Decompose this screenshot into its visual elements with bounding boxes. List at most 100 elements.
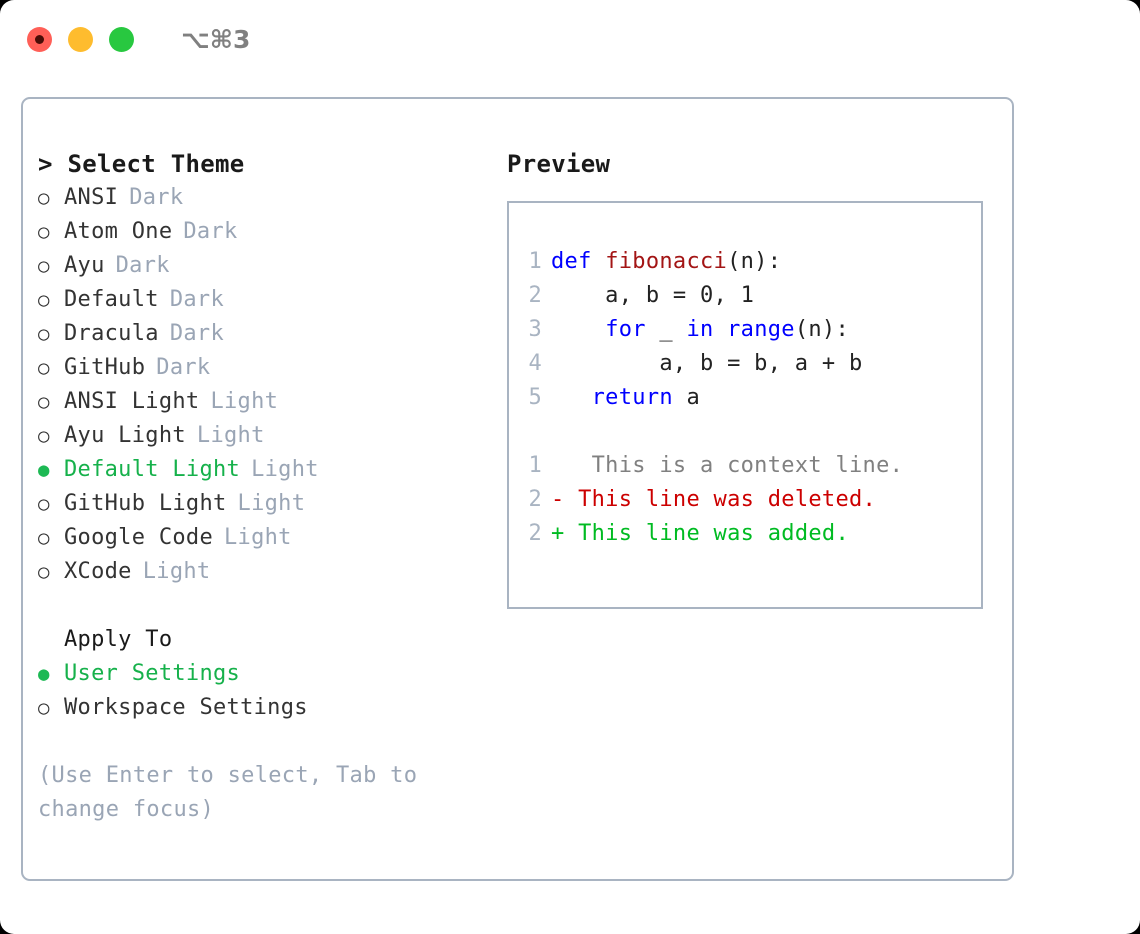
diff-line-number: 2 [528, 521, 542, 546]
radio-unselected-icon: ○ [38, 323, 50, 345]
window-titlebar: ⌥⌘3 [0, 0, 1140, 78]
theme-option-default[interactable]: ○ Default Dark [38, 283, 493, 317]
radio-unselected-icon: ○ [38, 187, 50, 209]
code-line-number: 1 [528, 249, 542, 274]
theme-option-label: ANSI [64, 185, 119, 210]
theme-option-variant: Light [224, 525, 292, 550]
theme-option-github-light[interactable]: ○ GitHub Light Light [38, 487, 493, 521]
radio-unselected-icon: ○ [38, 493, 50, 515]
theme-option-variant: Light [210, 389, 279, 414]
apply-to-header: Apply To [64, 627, 173, 652]
apply-to-option-label: Workspace Settings [64, 695, 308, 720]
theme-option-label: Ayu Light [64, 423, 186, 448]
diff-line-number: 2 [528, 487, 542, 512]
radio-unselected-icon: ○ [38, 255, 50, 277]
theme-option-variant: Light [251, 457, 319, 482]
code-line: 4 a, b = b, a + b [509, 347, 981, 381]
radio-unselected-icon: ○ [38, 289, 50, 311]
code-token [714, 317, 728, 342]
code-token [551, 317, 605, 342]
theme-option-label: Google Code [64, 525, 213, 550]
code-token: return [591, 385, 673, 410]
code-line-text: a, b = b, a + b [551, 347, 863, 381]
code-line-number: 3 [528, 317, 542, 342]
theme-option-variant: Light [196, 423, 265, 448]
diff-sign [551, 449, 565, 483]
code-token: range [727, 317, 795, 342]
code-token: a, b = 0, 1 [551, 283, 755, 308]
preview-title: Preview [507, 150, 611, 178]
diff-sign: + [551, 521, 565, 546]
minimize-window-button[interactable] [68, 26, 93, 52]
apply-to-option-user-settings[interactable]: ● User Settings [38, 657, 493, 691]
diff-line: 2- This line was deleted. [509, 483, 981, 517]
diff-sign: - [551, 487, 565, 512]
theme-option-ayu-light[interactable]: ○ Ayu Light Light [38, 419, 493, 453]
code-line: 5 return a [509, 381, 981, 415]
theme-option-label: GitHub Light [64, 491, 227, 516]
theme-option-variant: Dark [169, 287, 225, 312]
diff-sample: 1 This is a context line.2- This line wa… [509, 449, 981, 551]
theme-option-label: Default Light [64, 457, 241, 482]
close-window-button[interactable] [27, 26, 52, 52]
theme-option-variant: Dark [115, 253, 170, 278]
theme-option-label: Default [64, 287, 159, 312]
code-line: 2 a, b = 0, 1 [509, 279, 981, 313]
code-line-text: for _ in range(n): [551, 313, 849, 347]
code-token: (n): [727, 249, 782, 274]
theme-option-label: XCode [64, 559, 132, 584]
theme-option-label: GitHub [64, 355, 146, 380]
code-line-text: return a [551, 381, 700, 415]
select-theme-header: > Select Theme [38, 150, 245, 178]
code-token: in [686, 317, 714, 342]
radio-selected-icon: ● [38, 663, 50, 685]
code-token: fibonacci [605, 249, 728, 274]
radio-unselected-icon: ○ [38, 561, 50, 583]
code-token: _ [645, 317, 687, 342]
code-line-number: 4 [528, 351, 542, 376]
diff-line-text: This is a context line. [564, 453, 904, 478]
diff-line: 2 + This line was added. [509, 517, 981, 551]
diff-line: 1 This is a context line. [509, 449, 981, 483]
code-diff-separator [509, 415, 981, 449]
apply-to-option-list: ● User Settings ○ Workspace Settings [38, 657, 493, 725]
code-token: def [551, 249, 606, 274]
theme-option-variant: Dark [156, 355, 211, 380]
code-token: a, b = b, a + b [551, 351, 863, 376]
theme-option-ayu[interactable]: ○ Ayu Dark [38, 249, 493, 283]
theme-option-label: Atom One [64, 219, 173, 244]
theme-option-label: Ayu [64, 253, 105, 278]
code-token [551, 385, 592, 410]
maximize-window-button[interactable] [109, 26, 134, 52]
diff-line-number: 1 [528, 453, 542, 478]
window-title-shortcut: ⌥⌘3 [181, 24, 251, 54]
diff-line-text: This line was added. [564, 521, 849, 546]
theme-option-label: Dracula [64, 321, 159, 346]
code-line-number: 5 [528, 385, 542, 410]
theme-option-label: ANSI Light [64, 389, 200, 414]
theme-option-variant: Dark [183, 219, 238, 244]
radio-unselected-icon: ○ [38, 697, 50, 719]
apply-to-option-label: User Settings [64, 661, 241, 686]
code-token: for [605, 317, 646, 342]
code-line-text: def fibonacci(n): [551, 245, 781, 279]
radio-unselected-icon: ○ [38, 425, 50, 447]
keyboard-hint-text: (Use Enter to select, Tab to change focu… [38, 763, 418, 822]
code-line-text: a, b = 0, 1 [551, 279, 754, 313]
theme-option-variant: Light [237, 491, 306, 516]
apply-to-option-workspace-settings[interactable]: ○ Workspace Settings [38, 691, 493, 725]
